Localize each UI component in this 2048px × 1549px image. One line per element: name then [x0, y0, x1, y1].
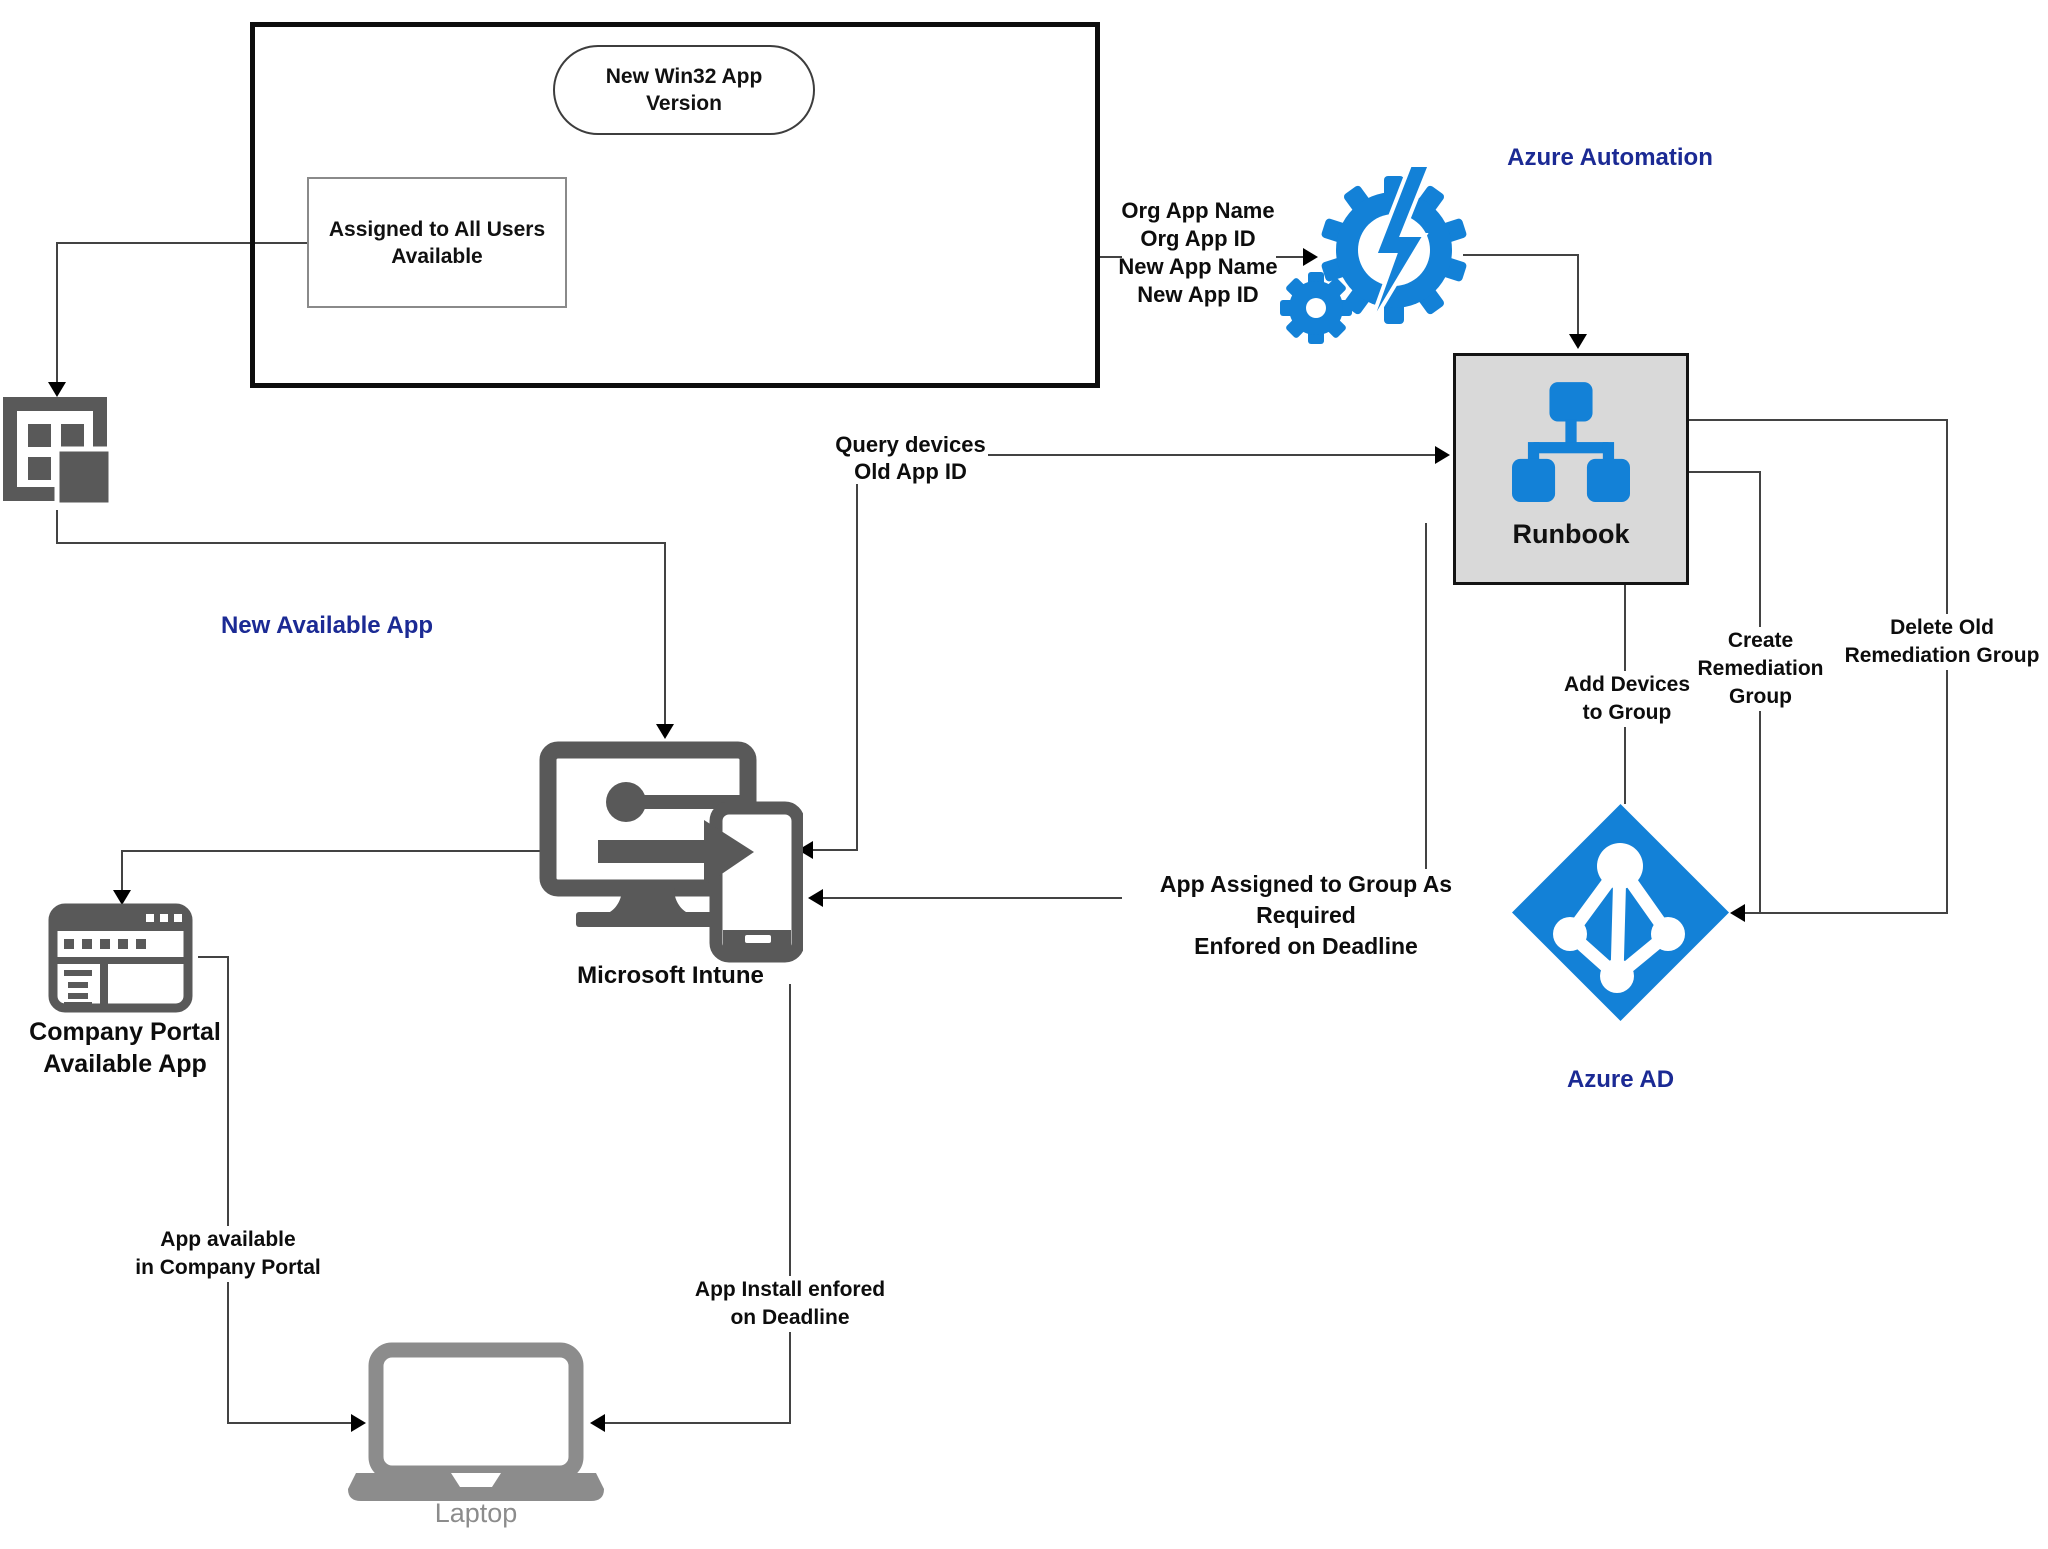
arrowhead-left	[590, 1414, 605, 1432]
azure-automation-label: Azure Automation	[1507, 144, 1713, 171]
arrowhead-down	[656, 724, 674, 739]
connector	[121, 850, 123, 890]
arrowhead-down	[48, 382, 66, 397]
label-line: Enfored on Deadline	[1194, 933, 1418, 959]
connector	[1100, 256, 1122, 258]
azure-ad-label: Azure AD	[1566, 1066, 1675, 1093]
label-line: App Install enfored	[694, 1278, 886, 1301]
app-assigned-label: App Assigned to Group As Required Enfore…	[1122, 869, 1490, 962]
label-line: on Deadline	[730, 1306, 850, 1329]
label-line: Remediation	[1697, 657, 1824, 680]
runbook-node: Runbook	[1453, 353, 1689, 585]
arrowhead-right	[1303, 248, 1318, 266]
query-devices-label: Query devices Old App ID	[828, 431, 993, 485]
label-line: Old App ID	[854, 459, 967, 484]
connector	[227, 956, 229, 1424]
arrowhead-left	[1730, 904, 1745, 922]
laptop-icon	[348, 1342, 604, 1513]
new-win32-app-version-node: New Win32 App Version	[553, 45, 815, 135]
label-line: Org App Name	[1121, 198, 1275, 223]
connector	[604, 1422, 790, 1424]
arrowhead-down	[113, 890, 131, 905]
connector	[1577, 254, 1579, 334]
label-line: Create	[1727, 629, 1794, 652]
connector	[56, 242, 58, 382]
label-line: App Assigned to Group As Required	[1159, 871, 1453, 928]
azure-ad-diamond-icon	[1512, 804, 1729, 1026]
connector	[1276, 256, 1304, 258]
node-label-line: Available App	[43, 1050, 207, 1078]
org-params-label: Org App Name Org App ID New App Name New…	[1113, 197, 1283, 309]
connector	[122, 850, 542, 852]
connector	[789, 984, 791, 1424]
connector	[198, 956, 229, 958]
arrowhead-down	[1569, 334, 1587, 349]
arrowhead-right	[1435, 446, 1450, 464]
label-line: to Group	[1582, 701, 1672, 724]
assigned-all-users-node: Assigned to All Users Available	[307, 177, 567, 308]
arrowhead-right	[351, 1414, 366, 1432]
runbook-hierarchy-icon	[1512, 382, 1630, 509]
connector	[1689, 471, 1761, 473]
label-line: Remediation Group	[1844, 644, 2040, 667]
azure-automation-gear-lightning-icon	[1280, 150, 1475, 350]
label-line: New App Name	[1118, 254, 1278, 279]
delete-remediation-label: Delete Old Remediation Group	[1836, 614, 2048, 670]
label-line: App available	[160, 1228, 296, 1251]
label-line: New App ID	[1137, 282, 1259, 307]
label-line: Group	[1729, 685, 1792, 708]
company-portal-browser-icon	[48, 903, 193, 1018]
connector	[228, 1422, 352, 1424]
connector	[1425, 523, 1427, 870]
win32-app-container-box	[250, 22, 1100, 388]
intune-label: Microsoft Intune	[577, 962, 764, 989]
node-label-line: New Win32 App	[605, 65, 763, 88]
label-line: Delete Old	[1890, 616, 1994, 639]
connector	[1689, 419, 1948, 421]
new-app-grid-icon	[2, 396, 114, 515]
new-available-app-label: New Available App	[220, 612, 434, 639]
connector	[664, 542, 666, 724]
label-line: Query devices	[835, 432, 986, 457]
connector	[57, 242, 307, 244]
connector	[856, 484, 858, 851]
node-label-line: Version	[646, 92, 722, 115]
app-install-label: App Install enfored on Deadline	[658, 1276, 922, 1332]
company-portal-label: Company Portal Available App	[0, 1016, 250, 1080]
connector	[812, 849, 858, 851]
connector	[1463, 254, 1578, 256]
laptop-label: Laptop	[434, 1498, 518, 1528]
connector	[56, 542, 666, 544]
arrowhead-left	[808, 889, 823, 907]
microsoft-intune-devices-icon	[538, 740, 805, 970]
label-line: Add Devices	[1563, 673, 1691, 696]
connector	[56, 510, 58, 544]
runbook-label: Runbook	[1512, 519, 1630, 549]
connector	[988, 454, 1436, 456]
node-label-line: Available	[391, 244, 483, 268]
connector	[822, 897, 1128, 899]
add-devices-label: Add Devices to Group	[1541, 671, 1713, 727]
label-line: in Company Portal	[135, 1256, 321, 1279]
create-remediation-label: Create Remediation Group	[1693, 627, 1828, 711]
app-available-label: App available in Company Portal	[122, 1226, 334, 1282]
label-line: Org App ID	[1140, 226, 1256, 251]
node-label-line: Assigned to All Users	[328, 217, 546, 241]
connector	[1744, 912, 1948, 914]
node-label-line: Company Portal	[29, 1018, 221, 1046]
